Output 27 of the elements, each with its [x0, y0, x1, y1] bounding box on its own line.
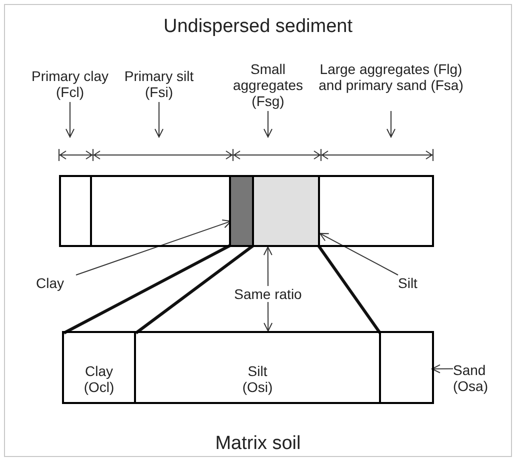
segment-label: Clay (Ocl): [84, 363, 114, 395]
leader-label: Silt: [398, 275, 428, 291]
fraction-label: Primary silt (Fsi): [116, 68, 202, 102]
leader-arrow: [76, 220, 232, 276]
leader-arrow: [264, 302, 273, 332]
shaded-segment: [231, 177, 254, 245]
projection-line: [63, 244, 232, 334]
leader-arrow: [263, 246, 272, 286]
segment-label: Silt (Osi): [242, 363, 273, 395]
matrix-bar: [62, 331, 434, 404]
arrow: [66, 102, 74, 138]
arrow: [386, 110, 396, 138]
fraction-label: Small aggregates (Fsg): [223, 61, 313, 111]
fraction-label: Primary clay (Fcl): [28, 68, 112, 102]
ratio-label: Same ratio: [232, 286, 304, 302]
projection-line: [316, 244, 382, 334]
leader-label: Sand (Osa): [453, 362, 497, 396]
fraction-label: Large aggregates (Flg) and primary sand (Fsa): [318, 61, 464, 111]
sediment-bar: [59, 175, 434, 247]
diagram-caption: Matrix soil: [214, 432, 302, 456]
arrow: [154, 102, 164, 138]
arrow: [264, 110, 272, 138]
shaded-segment: [254, 177, 318, 245]
diagram-title: Undispersed sediment: [162, 15, 354, 39]
leader-label: Clay: [36, 275, 76, 291]
leader-arrow: [432, 364, 454, 374]
leader-arrow: [319, 232, 398, 276]
